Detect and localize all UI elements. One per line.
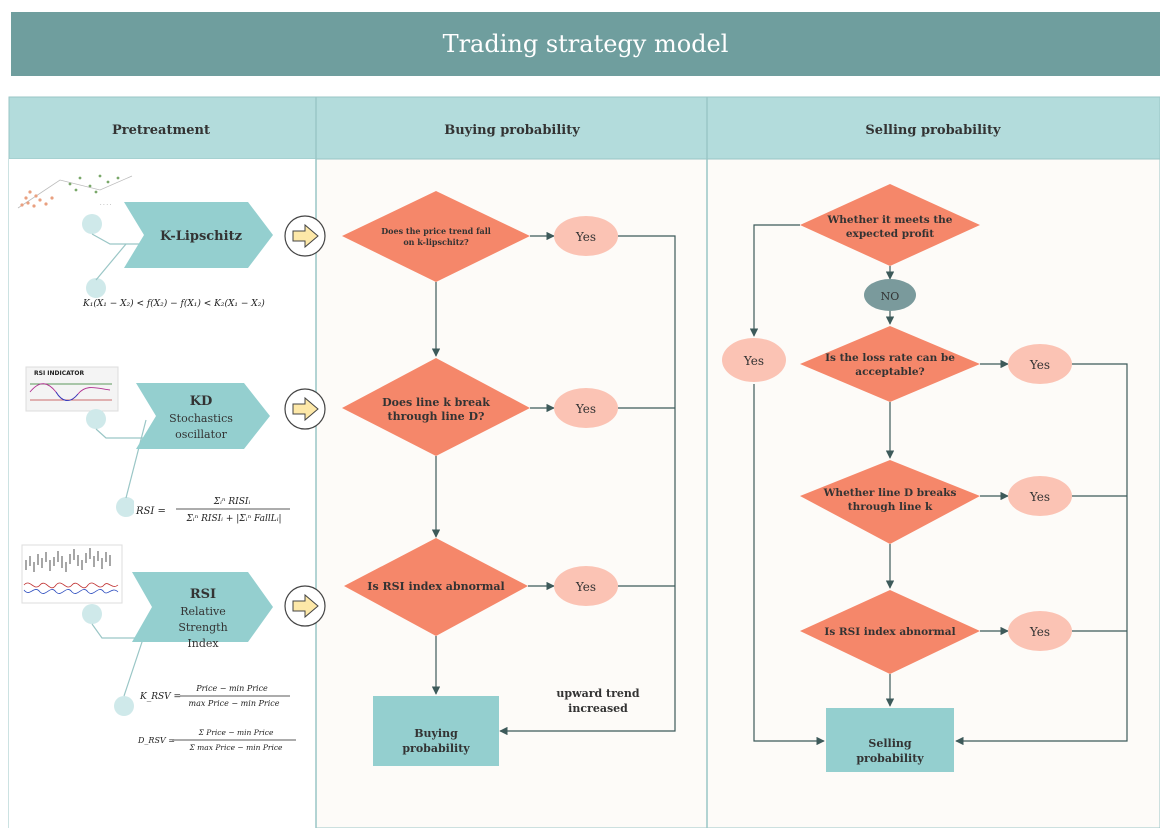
rsi-label-line2: Relative xyxy=(180,605,226,618)
decision-loss-rate-text-2: acceptable? xyxy=(855,366,924,378)
decision-loss-rate xyxy=(800,326,980,402)
decision-rsi-abnormal-sell xyxy=(800,590,980,674)
selling-probability-label: Selling xyxy=(868,737,911,750)
node-dot xyxy=(114,696,134,716)
yes-oval xyxy=(1008,476,1072,516)
drsv-denominator: Σ max Price − min Price xyxy=(189,743,284,752)
yes-label: Yes xyxy=(1029,490,1050,504)
svg-text:· · · ·: · · · · xyxy=(100,202,112,208)
rsi-thumb-title: RSI INDICATOR xyxy=(34,370,85,377)
yes-label: Yes xyxy=(575,580,596,594)
node-dot xyxy=(82,214,102,234)
decision-rsi-abnormal xyxy=(344,538,528,636)
yes-label: Yes xyxy=(575,230,596,244)
rsi-formula: RSI = Σᵢⁿ RISIᵢ Σᵢⁿ RISIᵢ + |Σᵢⁿ FallLᵢ| xyxy=(134,492,304,528)
rsi-indicator-thumbnail: RSI INDICATOR xyxy=(25,366,119,412)
yes-oval xyxy=(554,216,618,256)
upward-trend-note: upward trend xyxy=(556,687,639,700)
decision-rsi-abnormal-sell-text: Is RSI index abnormal xyxy=(824,626,955,638)
decision-line-d-breaks xyxy=(800,460,980,544)
klipschitz-thumbnail: · · · · xyxy=(14,170,140,212)
kd-label-line2: Stochastics xyxy=(169,412,233,425)
rsi-label-line3: Strength xyxy=(178,621,227,634)
decision-price-trend xyxy=(342,191,530,282)
no-oval xyxy=(864,279,916,311)
arrow-circle-icon xyxy=(284,215,326,257)
klipschitz-arrow-shape xyxy=(124,202,273,268)
lane-title-buying: Buying probability xyxy=(444,123,580,138)
yes-label: Yes xyxy=(1029,358,1050,372)
buying-probability-label-2: probability xyxy=(402,742,470,755)
buying-probability-box xyxy=(373,696,499,766)
krsv-lhs: K_RSV = xyxy=(139,692,181,702)
lane-header-row xyxy=(8,96,1160,160)
selling-lane: Whether it meets the expected profit NO … xyxy=(722,184,1128,772)
yes-oval xyxy=(722,338,786,382)
no-label: NO xyxy=(881,290,900,303)
decision-rsi-abnormal-text: Is RSI index abnormal xyxy=(367,580,504,593)
klipschitz-formula: K₁(X₁ − X₂) < f(X₂) − f(X₁) < K₂(X₁ − X₂… xyxy=(82,298,265,309)
buying-connectors xyxy=(431,231,676,736)
drsv-numerator: Σ Price − min Price xyxy=(198,728,274,737)
decision-line-d-text-2: through line k xyxy=(848,501,933,513)
decision-loss-rate-text: Is the loss rate can be xyxy=(825,352,955,364)
kd-arrow-shape xyxy=(136,383,270,449)
yes-oval xyxy=(1008,344,1072,384)
yes-label: Yes xyxy=(743,354,764,368)
decision-line-k-text-2: through line D? xyxy=(388,410,485,423)
decision-line-k-break xyxy=(342,358,530,456)
rsi-formula-numerator: Σᵢⁿ RISIᵢ xyxy=(213,497,251,507)
rsi-arrow-shape xyxy=(132,572,273,642)
drsv-formula: D_RSV = Σ Price − min Price Σ max Price … xyxy=(136,724,300,754)
rsi-label-line4: Index xyxy=(187,637,219,650)
decision-line-k-text: Does line k break xyxy=(382,396,490,409)
krsv-denominator: max Price − min Price xyxy=(189,699,280,708)
node-dot xyxy=(116,497,136,517)
kd-label-line3: oscillator xyxy=(175,428,228,441)
buying-lane: Does the price trend fall on k-lipschitz… xyxy=(284,191,676,766)
rsi-formula-denominator: Σᵢⁿ RISIᵢ + |Σᵢⁿ FallLᵢ| xyxy=(185,514,281,524)
yes-label: Yes xyxy=(575,402,596,416)
diagram-title: Trading strategy model xyxy=(11,12,1160,76)
arrow-circle-icon xyxy=(284,388,326,430)
klipschitz-label: K-Lipschitz xyxy=(160,229,242,244)
rsi-label: RSI xyxy=(190,587,216,602)
krsv-formula: K_RSV = Price − min Price max Price − mi… xyxy=(138,680,296,710)
yes-oval xyxy=(554,388,618,428)
decision-expected-profit-text: Whether it meets the xyxy=(826,214,952,226)
drsv-lhs: D_RSV = xyxy=(137,736,175,745)
yes-label: Yes xyxy=(1029,625,1050,639)
decision-price-trend-text: Does the price trend fall xyxy=(381,226,491,236)
pretreatment-content: · · · · K-Lipschitz K₁(X₁ − X₂) < f(X₂) … xyxy=(14,170,304,754)
decision-expected-profit xyxy=(800,184,980,266)
kd-label: KD xyxy=(190,394,213,409)
lane-title-selling: Selling probability xyxy=(865,123,1001,138)
buying-probability-label: Buying xyxy=(414,727,458,740)
decision-price-trend-text-2: on k-lipschitz? xyxy=(403,237,469,247)
node-dot xyxy=(82,604,102,624)
stock-chart-thumbnail xyxy=(21,544,123,604)
selling-probability-box xyxy=(826,708,954,772)
selling-connectors xyxy=(749,224,1128,746)
krsv-numerator: Price − min Price xyxy=(195,684,268,693)
node-dot xyxy=(86,278,106,298)
lane-title-pretreatment: Pretreatment xyxy=(112,123,210,138)
node-dot xyxy=(86,409,106,429)
rsi-formula-lhs: RSI = xyxy=(135,506,166,517)
yes-oval xyxy=(554,566,618,606)
arrow-circle-icon xyxy=(284,585,326,627)
upward-trend-note-2: increased xyxy=(568,702,628,715)
decision-expected-profit-text-2: expected profit xyxy=(846,228,934,240)
yes-oval xyxy=(1008,611,1072,651)
selling-probability-label-2: probability xyxy=(856,752,924,765)
decision-line-d-text: Whether line D breaks xyxy=(823,487,957,499)
